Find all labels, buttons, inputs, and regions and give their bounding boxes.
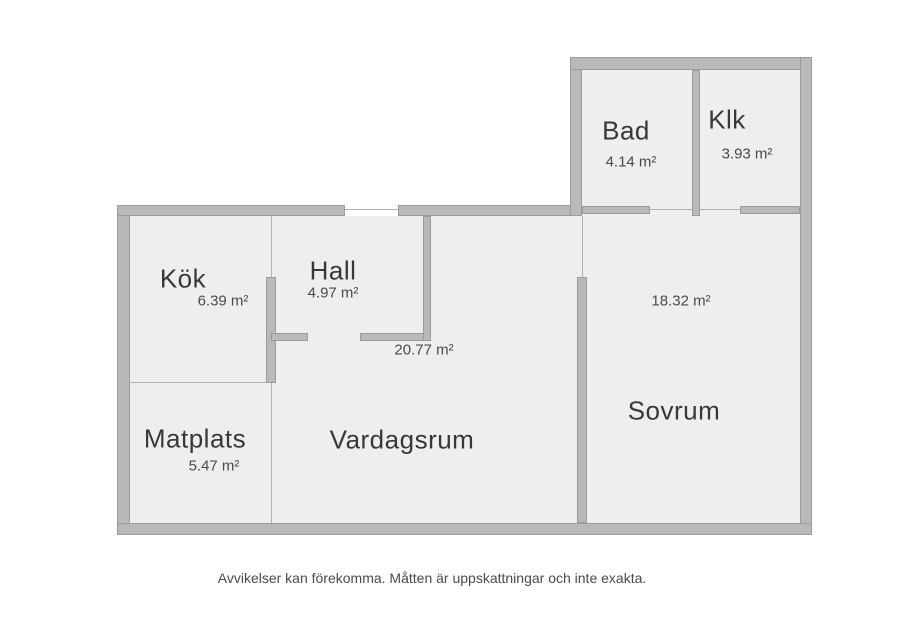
wall-extension-left [570,57,582,216]
wall-exterior-top-right-segment [398,205,582,216]
wall-exterior-bottom [117,523,812,535]
room-area-sovrum: 18.32 m² [651,292,711,310]
room-label-sovrum: Sovrum [627,395,721,426]
room-label-bad: Bad [602,115,650,146]
boundary-vardagsrum-sovrum-opening [582,216,583,277]
threshold-entrance [345,209,398,210]
room-label-matplats: Matplats [143,423,247,454]
wall-exterior-right [800,57,812,535]
room-label-hall: Hall [309,255,357,286]
boundary-matplats-vardagsrum [271,383,272,523]
room-area-kok: 6.39 m² [197,292,249,310]
wall-below-bad [582,206,650,214]
room-area-hall: 4.97 m² [307,284,359,302]
boundary-kok-hall-opening [271,216,272,277]
wall-extension-top [570,57,812,70]
threshold-klk-door [700,209,740,210]
boundary-kok-matplats [130,382,271,383]
disclaimer-text: Avvikelser kan förekomma. Måtten är upps… [217,570,647,586]
wall-exterior-top-left-segment [117,205,345,216]
wall-hall-bottom-left [271,333,308,341]
wall-hall-bottom-right [360,333,431,341]
wall-vardagsrum-sovrum [577,277,587,523]
room-area-vardagsrum: 20.77 m² [394,341,454,359]
room-label-kok: Kök [159,263,207,294]
floor-extension-bad-klk [582,70,800,216]
wall-below-klk [740,206,800,214]
room-area-matplats: 5.47 m² [188,457,240,475]
room-label-vardagsrum: Vardagsrum [329,424,475,455]
room-area-bad: 4.14 m² [605,153,657,171]
wall-kok-right [266,277,276,383]
room-label-klk: Klk [708,104,746,135]
wall-hall-right [423,216,431,341]
wall-exterior-left [117,205,130,535]
wall-bad-klk-divider [692,70,700,216]
room-area-klk: 3.93 m² [721,145,773,163]
threshold-bad-door [650,209,692,210]
floor-main-body [130,216,800,523]
